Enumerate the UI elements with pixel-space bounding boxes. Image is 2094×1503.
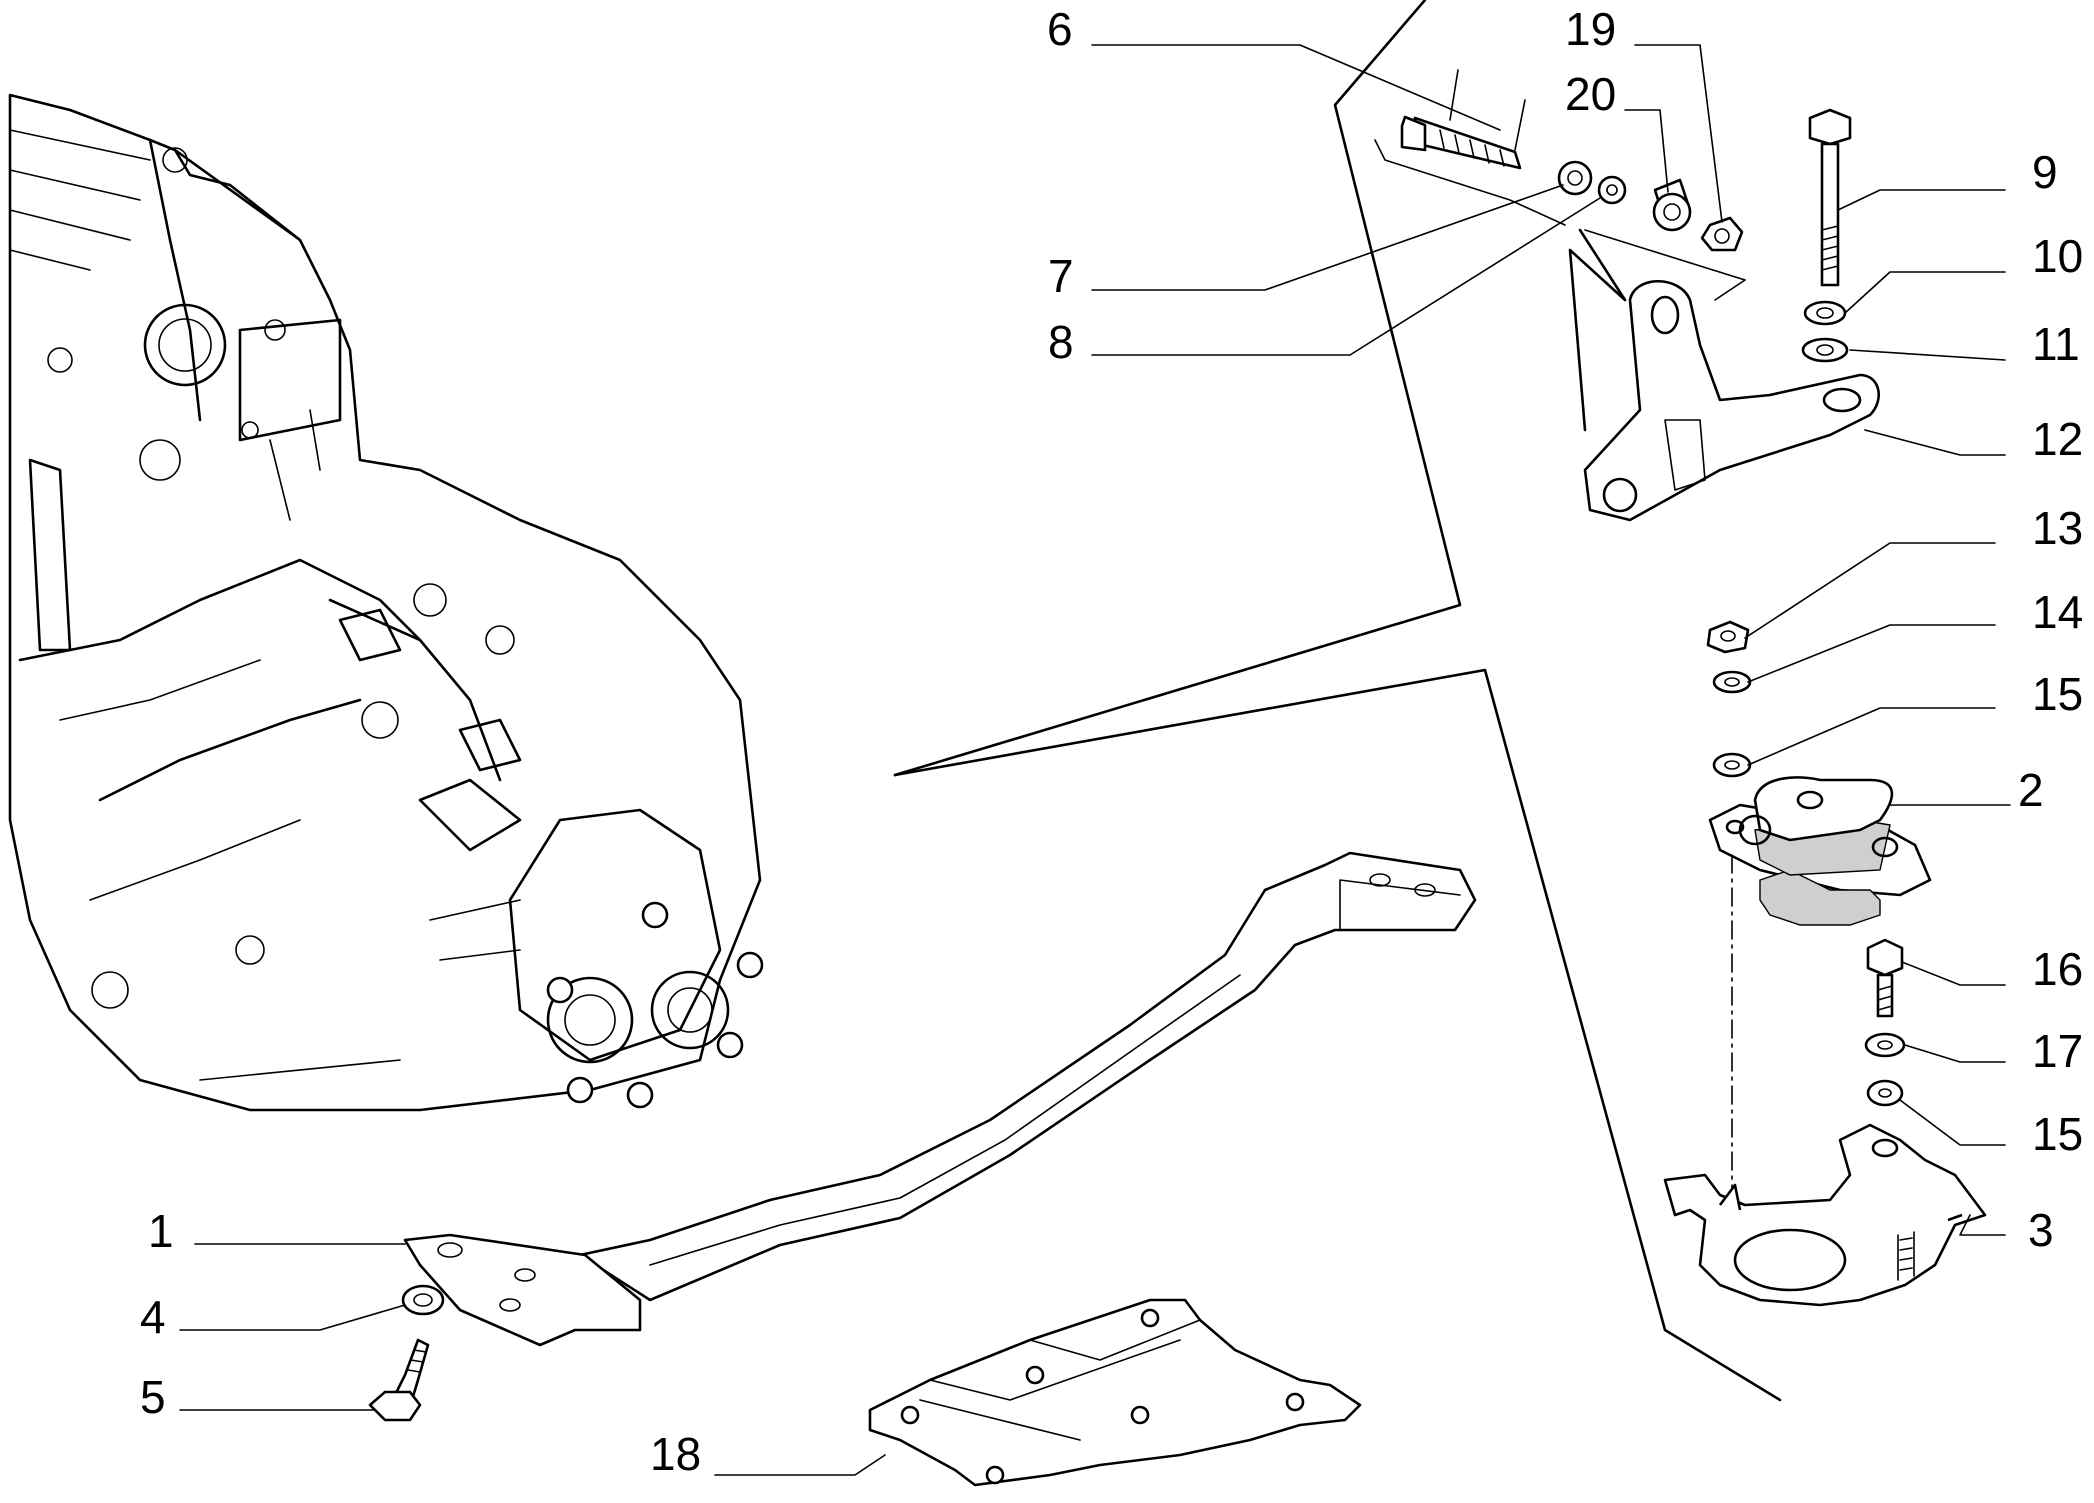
callout-4: 4 (140, 1291, 166, 1343)
callout-16: 16 (2032, 943, 2083, 995)
callout-10: 10 (2032, 230, 2083, 282)
bushing-20 (1652, 178, 1692, 232)
nut-13 (1706, 620, 1750, 654)
section-divider (893, 0, 1782, 1402)
callout-14: 14 (2032, 586, 2083, 638)
bolt-16 (1866, 938, 1904, 1018)
callout-20: 20 (1565, 68, 1616, 120)
callout-15a: 15 (2032, 668, 2083, 720)
callout-labels: 1 2 3 4 5 6 7 8 9 10 11 12 13 14 15 15 1… (140, 3, 2083, 1480)
bracket-12 (1374, 139, 1880, 522)
callout-7: 7 (1048, 250, 1074, 302)
nut-19 (1700, 216, 1744, 252)
bolt-9 (1808, 108, 1852, 287)
washer-17 (1864, 1032, 1906, 1058)
callout-3: 3 (2028, 1204, 2054, 1256)
washer-4 (401, 1284, 445, 1316)
gearbox-housing (8, 93, 764, 1112)
lock-washer-15a (1712, 752, 1752, 778)
callout-9: 9 (2032, 146, 2058, 198)
callout-6: 6 (1047, 3, 1073, 55)
callout-1: 1 (148, 1205, 174, 1257)
callout-12: 12 (2032, 413, 2083, 465)
leader-lines (179, 44, 2011, 1476)
callout-17: 17 (2032, 1025, 2083, 1077)
rubber-mount-2 (1708, 776, 1932, 926)
bolt-6 (1400, 69, 1526, 170)
crossmember-bar (403, 851, 1477, 1347)
bolt-5 (368, 1338, 430, 1422)
callout-13: 13 (2032, 502, 2083, 554)
lock-washer-15b (1866, 1079, 1904, 1107)
callout-5: 5 (140, 1371, 166, 1423)
washer-10 (1803, 300, 1847, 326)
callout-15b: 15 (2032, 1108, 2083, 1160)
callout-2: 2 (2018, 764, 2044, 816)
callout-19: 19 (1565, 3, 1616, 55)
washer-14 (1712, 670, 1752, 694)
skid-plate (868, 1298, 1362, 1487)
callout-18: 18 (650, 1428, 701, 1480)
washer-7 (1557, 160, 1593, 196)
lock-washer-8 (1597, 175, 1627, 205)
callout-8: 8 (1048, 316, 1074, 368)
callout-11: 11 (2032, 318, 2080, 370)
washer-11 (1801, 337, 1849, 363)
support-bracket-3 (1663, 1123, 1987, 1307)
